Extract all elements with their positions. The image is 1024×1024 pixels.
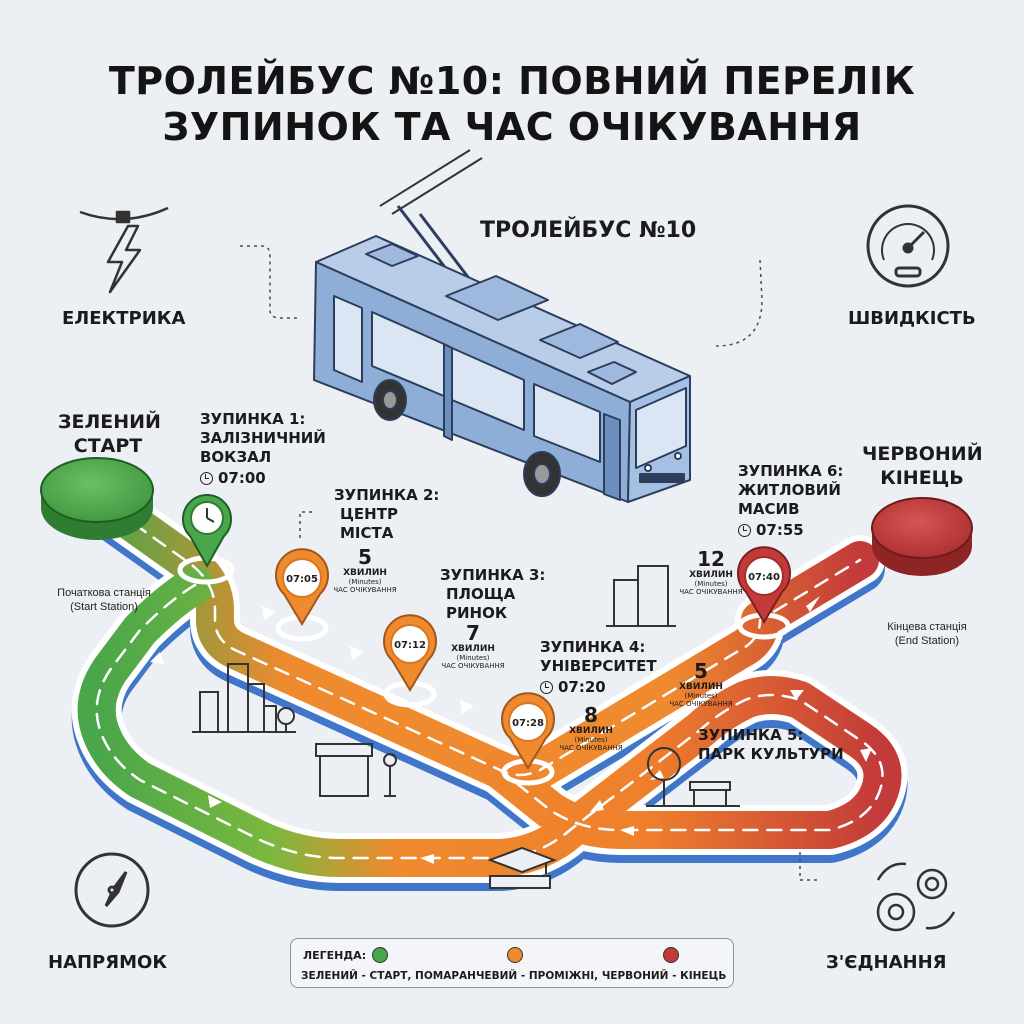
clock-icon xyxy=(738,524,751,537)
wait-time-stop-5: 5 ХВИЛИН (Minutes) ЧАС ОЧІКУВАННЯ xyxy=(669,659,733,708)
connection-label: З'ЄДНАННЯ xyxy=(826,952,947,973)
road-arrow xyxy=(208,795,222,808)
road-arrow xyxy=(590,800,604,812)
graduation-cap-icon xyxy=(487,846,557,889)
legend-orange-dot xyxy=(507,947,523,963)
stop-1-label: ЗУПИНКА 1: ЗАЛІЗНИЧНИЙ ВОКЗАЛ 07:00 xyxy=(200,410,326,487)
wait-time-stop-4: 8 ХВИЛИН (Minutes) ЧАС ОЧІКУВАННЯ xyxy=(559,703,623,752)
road-arrow xyxy=(150,652,164,664)
gears-icon xyxy=(876,862,956,932)
road-arrow xyxy=(650,770,664,780)
pin-stop-1[interactable] xyxy=(182,494,232,569)
lightning-icon xyxy=(79,206,169,294)
road-arrow xyxy=(790,690,804,700)
pin-stop-2[interactable] xyxy=(275,548,329,626)
start-label: ЗЕЛЕНИЙ СТАРТ xyxy=(58,411,161,457)
legend-green-dot xyxy=(372,947,389,963)
stop-3-label: ЗУПИНКА 3: ПЛОЩА РИНОК xyxy=(440,566,546,622)
pin-time-3: 07:12 xyxy=(394,640,426,651)
road-arrow xyxy=(620,826,634,836)
road-arrow xyxy=(420,854,434,864)
market-stall-icon xyxy=(315,743,397,797)
trolleybus-illustration xyxy=(313,149,691,503)
electricity-label: ЕЛЕКТРИКА xyxy=(62,308,186,329)
road-arrow xyxy=(350,646,364,660)
direction-arrows xyxy=(150,596,872,864)
stop-5-label: ЗУПИНКА 5: ПАРК КУЛЬТУРИ xyxy=(698,726,844,763)
legend: ЛЕГЕНДА: ЗЕЛЕНИЙ - СТАРТ, ПОМАРАНЧЕВИЙ -… xyxy=(290,938,734,988)
route-road xyxy=(70,471,908,891)
end-label: ЧЕРВОНИЙ КІНЕЦЬ xyxy=(862,443,983,489)
speedometer-icon xyxy=(866,204,950,288)
wait-time-stop-3: 7 ХВИЛИН (Minutes) ЧАС ОЧІКУВАННЯ xyxy=(441,621,505,670)
road-arrow xyxy=(806,596,820,612)
road-arrow xyxy=(262,606,276,620)
pin-time-2: 07:05 xyxy=(286,574,318,585)
pin-stop-6[interactable] xyxy=(737,546,791,624)
pin-time-4: 07:28 xyxy=(512,718,544,729)
end-platform xyxy=(871,497,973,576)
park-bench-icon xyxy=(646,747,740,807)
wait-time-stop-2: 5 ХВИЛИН (Minutes) ЧАС ОЧІКУВАННЯ xyxy=(333,545,397,594)
bus-label: ТРОЛЕЙБУС №10 xyxy=(480,218,697,243)
wait-time-stop-6: 12 ХВИЛИН (Minutes) ЧАС ОЧІКУВАННЯ xyxy=(679,547,743,596)
pin-stop-3[interactable] xyxy=(383,614,437,692)
legend-text: ЗЕЛЕНИЙ - СТАРТ, ПОМАРАНЧЕВИЙ - ПРОМІЖНІ… xyxy=(301,970,727,982)
legend-red-dot xyxy=(663,947,679,963)
end-note: Кінцева станція (End Station) xyxy=(887,621,967,647)
start-platform xyxy=(40,457,154,540)
start-note: Початкова станція (Start Station) xyxy=(57,587,151,613)
compass-icon xyxy=(74,852,150,928)
speed-label: ШВИДКІСТЬ xyxy=(848,308,976,329)
title-line-2: ЗУПИНОК ТА ЧАС ОЧІКУВАННЯ xyxy=(162,105,862,149)
title-line-1: ТРОЛЕЙБУС №10: ПОВНИЙ ПЕРЕЛІК xyxy=(108,59,916,103)
pin-stop-4[interactable] xyxy=(501,692,555,770)
road-arrow xyxy=(460,700,474,714)
pin-times: 07:05 07:12 07:28 07:40 xyxy=(286,572,780,729)
legend-heading: ЛЕГЕНДА: xyxy=(303,947,389,963)
clock-icon xyxy=(200,472,213,485)
stop-4-label: ЗУПИНКА 4: УНІВЕРСИТЕТ 07:20 xyxy=(540,638,657,696)
connector-lines xyxy=(240,245,820,881)
university-building-icon xyxy=(606,565,676,627)
road-arrow xyxy=(860,748,872,762)
pin-time-6: 07:40 xyxy=(748,572,780,583)
clock-icon xyxy=(540,681,553,694)
city-icon xyxy=(192,663,296,733)
page-title: ТРОЛЕЙБУС №10: ПОВНИЙ ПЕРЕЛІК ЗУПИНОК ТА… xyxy=(0,58,1024,150)
stop-6-label: ЗУПИНКА 6: ЖИТЛОВИЙ МАСИВ 07:55 xyxy=(738,462,844,539)
direction-label: НАПРЯМОК xyxy=(48,952,168,973)
stop-2-label: ЗУПИНКА 2: ЦЕНТР МІСТА xyxy=(334,486,440,542)
